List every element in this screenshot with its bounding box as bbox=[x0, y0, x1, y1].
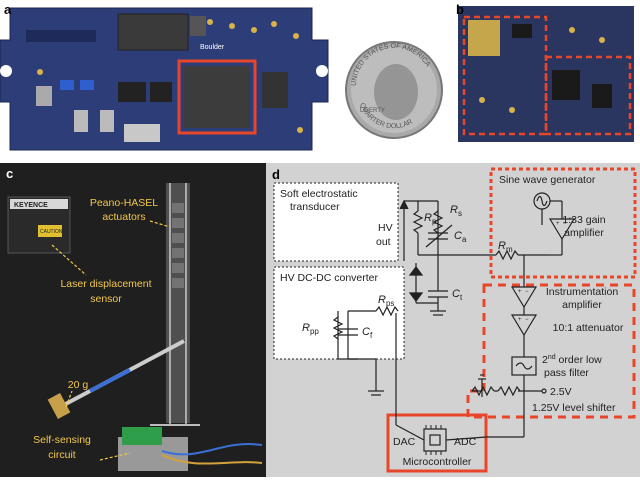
weight-label: 20 g bbox=[68, 379, 89, 391]
actuators-label: actuators bbox=[102, 211, 145, 223]
caution-label-text: CAUTION bbox=[40, 229, 63, 235]
cf-label: Cf bbox=[362, 326, 373, 340]
sensor-label: sensor bbox=[90, 293, 122, 305]
coin-liberty-text: LIBERTY bbox=[360, 108, 385, 114]
transducer-box bbox=[273, 182, 399, 262]
panel-coin: UNITED STATES OF AMERICA LIBERTY QUARTER… bbox=[336, 20, 448, 150]
svg-text:−: − bbox=[563, 221, 567, 227]
quarter-coin-illustration: UNITED STATES OF AMERICA LIBERTY QUARTER… bbox=[345, 41, 443, 139]
board-logo-text: Boulder bbox=[200, 44, 225, 51]
transducer-title-line2: transducer bbox=[290, 201, 340, 213]
svg-text:+: + bbox=[518, 289, 522, 295]
rpp-label: Rpp bbox=[302, 322, 319, 336]
adc-label: ADC bbox=[454, 436, 477, 448]
instrumentation-region bbox=[466, 283, 636, 419]
panel-label-c: c bbox=[6, 166, 14, 181]
panel-b: b bbox=[452, 0, 640, 160]
microcontroller-label: Microcontroller bbox=[403, 456, 472, 468]
hv-out-line2: out bbox=[376, 236, 391, 248]
ct-label: Ct bbox=[452, 288, 463, 302]
experimental-setup-photo: KEYENCE CAUTION Peano bbox=[7, 183, 263, 471]
panel-label-d: d bbox=[272, 167, 280, 182]
rps-label: Rps bbox=[378, 294, 394, 308]
svg-text:+: + bbox=[556, 221, 560, 227]
peano-hasel-label: Peano-HASEL bbox=[90, 197, 158, 209]
sine-generator-box bbox=[489, 167, 637, 279]
instrumentation-label-line1: Instrumentation bbox=[546, 286, 619, 298]
level-shifter-label: 1.25V level shifter bbox=[532, 402, 616, 414]
circuit-label: circuit bbox=[48, 449, 76, 461]
sine-generator-title: Sine wave generator bbox=[499, 174, 596, 186]
filter-label-line2: pass filter bbox=[544, 367, 589, 379]
rs-label: Rs bbox=[450, 204, 462, 218]
compact-pcb-illustration bbox=[458, 6, 634, 142]
gain-label-line2: amplifier bbox=[564, 227, 604, 239]
laser-displacement-label: Laser displacement bbox=[60, 278, 151, 290]
panel-label-b: b bbox=[456, 2, 464, 17]
microcontroller-box bbox=[386, 413, 488, 473]
converter-title: HV DC-DC converter bbox=[280, 272, 379, 284]
circuit-schematic: +− +− +− Soft electrostatic transducer H… bbox=[273, 167, 637, 473]
v25-label: 2.5V bbox=[550, 386, 572, 398]
dac-label: DAC bbox=[393, 436, 416, 448]
instrumentation-label-line2: amplifier bbox=[562, 299, 602, 311]
svg-text:−: − bbox=[525, 289, 529, 295]
panel-c: KEYENCE CAUTION Peano bbox=[0, 163, 266, 477]
hv-out-line1: HV bbox=[378, 222, 393, 234]
panel-d: +− +− +− Soft electrostatic transducer H… bbox=[266, 163, 640, 477]
pcb-board-illustration: Boulder bbox=[0, 7, 329, 151]
filter-label-line1: 2nd order low bbox=[542, 354, 602, 366]
attenuator-label: 10:1 attenuator bbox=[553, 322, 624, 334]
transducer-title-line1: Soft electrostatic bbox=[280, 188, 358, 200]
svg-text:+: + bbox=[518, 317, 522, 323]
keyence-brand-text: KEYENCE bbox=[14, 202, 48, 209]
panel-a: Boulder a bbox=[0, 0, 330, 165]
ca-label: Ca bbox=[454, 230, 467, 244]
self-sensing-label: Self-sensing bbox=[33, 434, 91, 446]
gain-label-line1: 1:33 gain bbox=[562, 214, 605, 226]
rp-label: Rp bbox=[424, 212, 437, 226]
rm-label: Rm bbox=[498, 240, 513, 254]
svg-text:−: − bbox=[525, 317, 529, 323]
panel-label-a: a bbox=[4, 2, 12, 17]
